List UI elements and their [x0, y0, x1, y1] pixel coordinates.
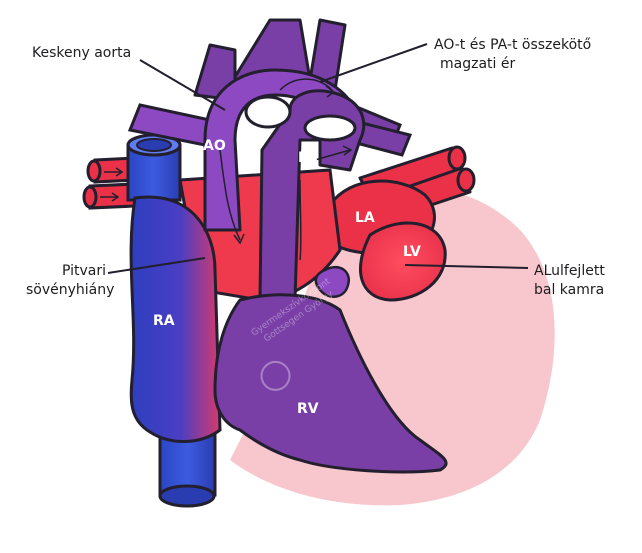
septal-defect-callout: Pitvari sövényhiány [26, 262, 115, 300]
left-ventricle-label: LV [403, 244, 421, 260]
flow-arrows [219, 78, 353, 261]
pulmonary-artery [258, 89, 366, 302]
narrow-aorta-text: Keskeny aorta [32, 45, 132, 61]
ductus-text-line1: AO-t és PA-t összekötő [434, 37, 592, 53]
left-atrium-label: LA [355, 210, 375, 226]
right-ventricle-label: RV [297, 401, 319, 417]
underdeveloped-lv-callout: ALulfejlett bal kamra [534, 262, 605, 300]
aorta-label: AO [203, 138, 226, 154]
ductus-callout: AO-t és PA-t összekötő magzati ér [434, 36, 591, 74]
left-ventricle-shape [359, 221, 447, 302]
right-atrium-label: RA [153, 313, 175, 329]
pulmonary-artery-label: PA [298, 150, 318, 166]
ductus-text-line2: magzati ér [440, 56, 516, 72]
underdeveloped-lv-text-line2: bal kamra [534, 282, 605, 298]
callout-lines [107, 43, 529, 274]
purple-arteries [127, 18, 413, 157]
underdeveloped-lv-text-line1: ALulfejlett [534, 263, 605, 279]
narrow-aorta-callout: Keskeny aorta [32, 44, 131, 63]
right-ventricle-shape [213, 293, 448, 474]
right-atrium-shape [129, 195, 222, 443]
septal-defect-text-line2: sövényhiány [26, 282, 115, 298]
septal-defect-text-line1: Pitvari [61, 263, 106, 279]
